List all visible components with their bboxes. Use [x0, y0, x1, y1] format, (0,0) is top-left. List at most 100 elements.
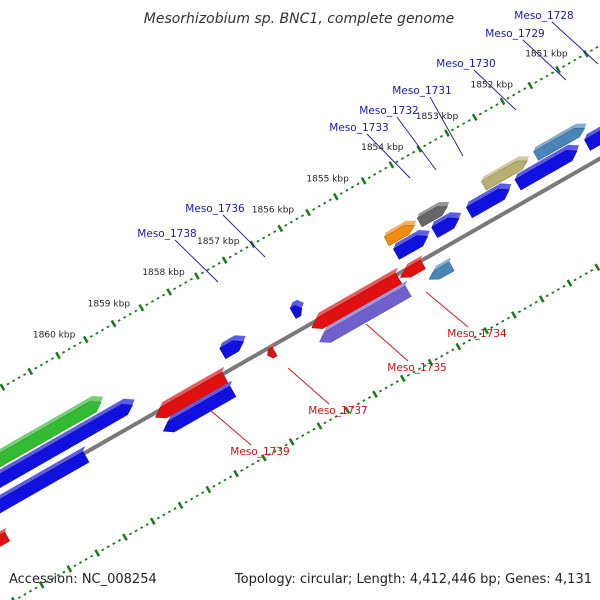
label-meso-1728: Meso_1728	[514, 10, 573, 22]
minor-tick	[17, 376, 21, 380]
minor-tick	[34, 366, 38, 370]
minor-tick	[478, 112, 482, 116]
minor-tick	[206, 268, 210, 272]
minor-tick	[123, 315, 127, 319]
gene-meso-1731-forward-bevel	[466, 183, 512, 208]
minor-tick	[295, 217, 299, 221]
label-meso-1732: Meso_1732	[359, 105, 418, 117]
minor-tick	[245, 246, 249, 249]
tick-tracks	[0, 45, 600, 600]
gene-meso-1729-body	[533, 127, 586, 161]
kbp-label: 1851 kbp	[525, 49, 568, 59]
backbone-line	[0, 156, 600, 504]
minor-tick	[350, 185, 355, 189]
minor-tick	[201, 491, 205, 495]
gene-meso-1731	[416, 201, 450, 228]
gene-labels: Meso_1728Meso_1729Meso_1730Meso_1731Meso…	[137, 10, 573, 458]
minor-tick	[501, 319, 505, 323]
minor-tick	[217, 481, 222, 485]
gene-meso-1739-bevel	[163, 380, 232, 432]
gene-meso-1733-forward-body	[392, 235, 429, 260]
kbp-label: 1857 kbp	[197, 237, 240, 247]
minor-tick	[256, 459, 260, 463]
minor-tick	[211, 265, 216, 268]
gene-meso-1734-bevel	[429, 257, 451, 280]
gene-meso-1741-reverse	[0, 446, 90, 514]
minor-tick	[567, 61, 571, 65]
major-tick	[444, 129, 450, 137]
minor-tick	[490, 326, 494, 329]
major-tick	[344, 406, 351, 414]
kbp-label: 1859 kbp	[88, 299, 131, 309]
minor-tick	[573, 58, 577, 62]
minor-tick	[534, 80, 538, 84]
gene-meso-1734-red-bevel	[400, 255, 423, 278]
minor-tick	[106, 545, 110, 549]
minor-tick	[273, 230, 277, 234]
major-tick	[416, 145, 423, 153]
major-tick	[166, 288, 173, 296]
minor-tick	[479, 332, 483, 336]
minor-tick	[100, 328, 105, 332]
minor-tick	[595, 45, 599, 49]
minor-tick	[39, 363, 43, 367]
label-meso-1734: Meso_1734	[447, 328, 507, 340]
minor-tick	[239, 249, 243, 253]
minor-tick	[351, 405, 355, 409]
minor-tick	[439, 134, 443, 138]
minor-tick	[462, 122, 466, 126]
major-tick	[122, 533, 128, 541]
minor-tick	[150, 300, 155, 303]
minor-tick	[200, 271, 205, 275]
gene-meso-1730-bevel	[481, 156, 530, 182]
minor-tick	[556, 288, 560, 291]
gene-meso-1740-forward	[0, 398, 135, 489]
gene-meso-1735-red-body	[311, 272, 403, 329]
label-meso-1733-leader	[366, 133, 411, 179]
label-meso-1738-leader	[174, 239, 219, 283]
gene-meso-1730-forward-body	[514, 149, 578, 191]
gene-meso-1729	[533, 123, 587, 161]
minor-tick	[117, 538, 121, 542]
gene-meso-1742-bevel	[0, 527, 7, 535]
kbp-label: 1853 kbp	[416, 112, 459, 122]
major-tick	[555, 65, 561, 74]
major-tick	[149, 517, 156, 526]
minor-tick	[473, 335, 477, 339]
gene-meso-1739-red-bevel	[155, 366, 225, 418]
minor-tick	[356, 402, 360, 406]
kbp-label: 1860 kbp	[33, 331, 76, 341]
label-meso-1739-leader	[209, 409, 252, 446]
minor-tick	[367, 396, 372, 399]
minor-tick	[240, 469, 244, 472]
minor-tick	[440, 354, 444, 358]
minor-tick	[189, 277, 193, 281]
minor-tick	[223, 478, 227, 482]
minor-tick	[78, 341, 82, 345]
gene-meso-1734-red	[399, 255, 426, 278]
gene-meso-1728-forward-body	[583, 130, 600, 151]
major-tick	[305, 208, 311, 217]
gene-meso-1732-forward-bevel	[431, 212, 461, 228]
gene-meso-1735-bevel	[319, 280, 408, 342]
gene-meso-1739-body	[162, 385, 237, 433]
minor-tick	[356, 182, 360, 186]
minor-tick	[345, 188, 349, 192]
major-tick	[27, 367, 34, 376]
gene-meso-1734	[428, 257, 455, 280]
gene-meso-1742-body	[0, 531, 11, 547]
minor-tick	[162, 513, 166, 517]
minor-tick	[101, 548, 105, 552]
minor-tick	[434, 138, 438, 141]
minor-tick	[195, 494, 199, 498]
gene-meso-1732-forward	[431, 212, 461, 239]
minor-tick	[45, 360, 49, 364]
minor-tick	[362, 399, 366, 403]
minor-tick	[451, 348, 455, 352]
minor-tick	[495, 103, 499, 107]
major-tick	[110, 319, 117, 328]
minor-tick	[90, 554, 94, 558]
minor-tick	[178, 284, 182, 288]
gene-meso-1737	[267, 342, 278, 359]
minor-tick	[467, 119, 471, 122]
